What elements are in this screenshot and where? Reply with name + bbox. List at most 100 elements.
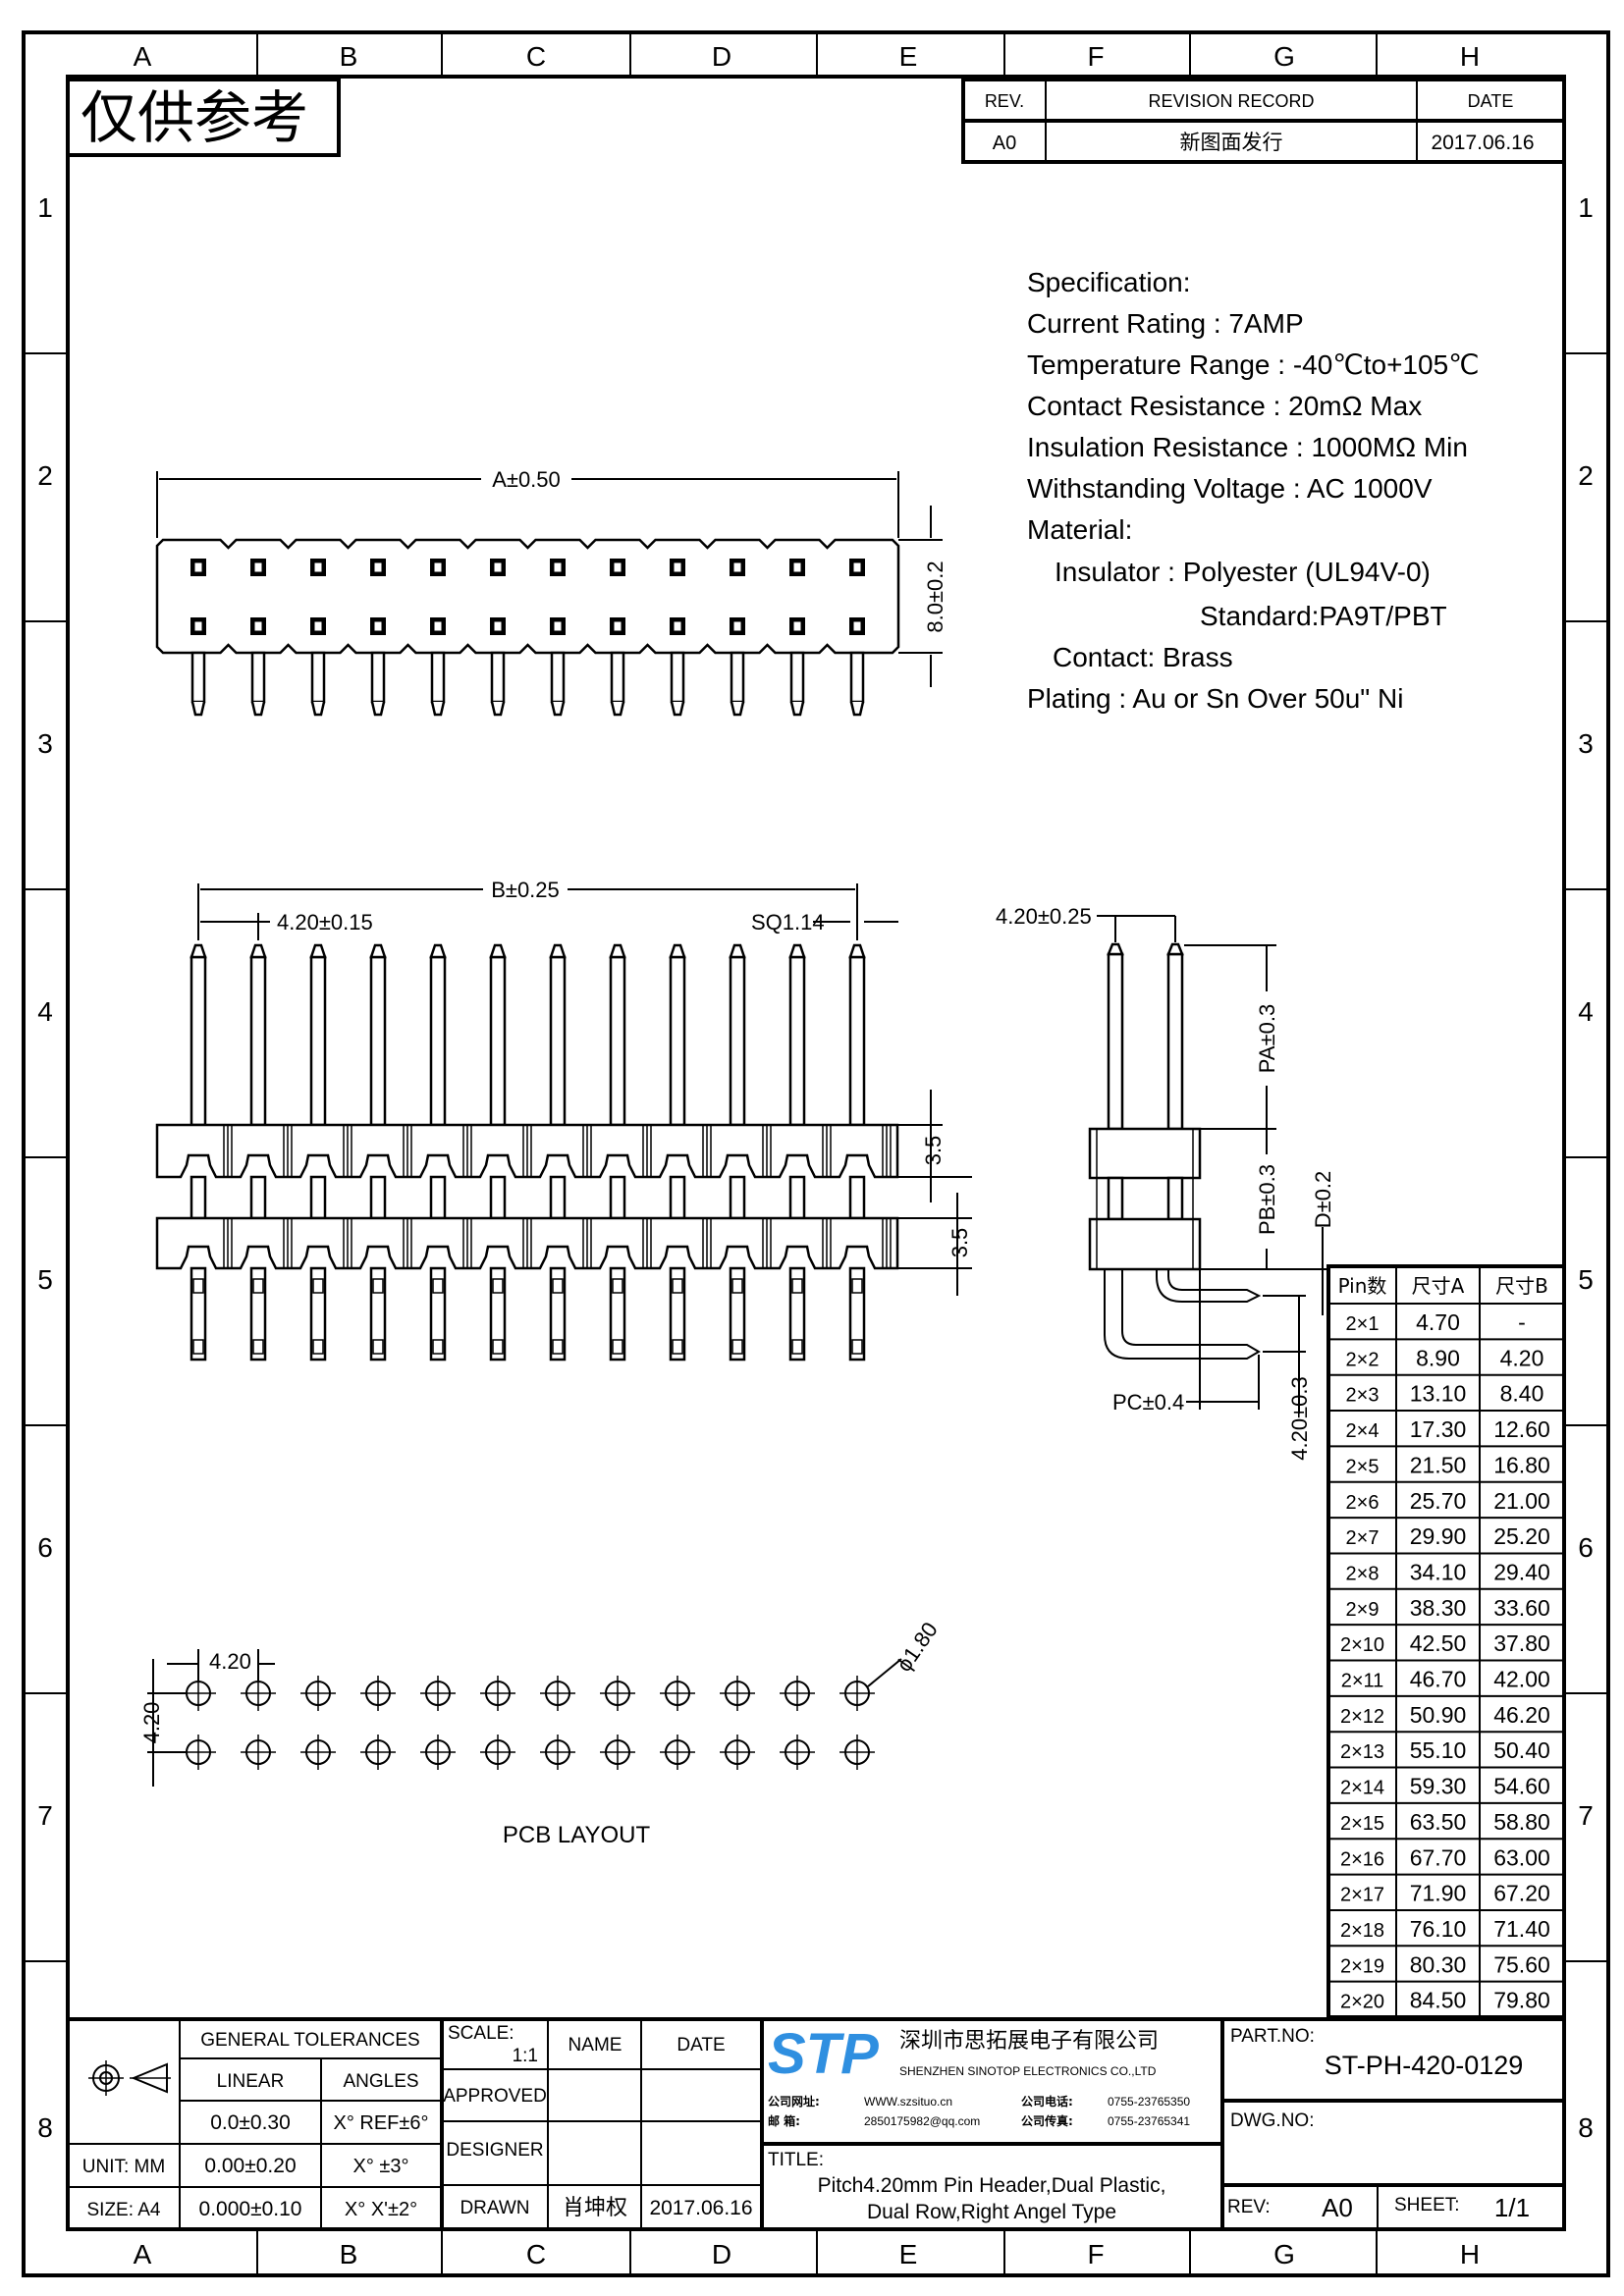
projection-symbol-icon: [88, 2060, 171, 2096]
pin-square-inner: [313, 620, 323, 632]
pin-upper-tip: [369, 943, 387, 959]
zone-column-label-bottom: C: [526, 2239, 546, 2269]
pin-square-inner: [373, 561, 383, 573]
pin-square-inner: [253, 620, 263, 632]
spec-insulator: Insulator : Polyester (UL94V-0): [1055, 557, 1431, 587]
pin-leg: [849, 651, 865, 704]
website-value: WWW.szsituo.cn: [864, 2095, 952, 2109]
drawn-by-name: 肖坤权: [563, 2196, 627, 2220]
pin-lower-mark: [432, 1278, 444, 1294]
pin-lower-mark: [672, 1339, 683, 1355]
pin-lower-mark: [192, 1339, 204, 1355]
pin-lower-mark: [312, 1339, 324, 1355]
pin-square-inner: [673, 561, 682, 573]
pin-lower-mark: [791, 1339, 803, 1355]
title-block: UNIT: MM SIZE: A4 GENERAL TOLERANCES LIN…: [66, 2017, 1566, 2231]
pin-lower-mark: [731, 1339, 743, 1355]
table-cell: 59.30: [1410, 1774, 1467, 1799]
pin-lower-mark: [372, 1339, 384, 1355]
pin-between-bodies: [788, 1175, 806, 1220]
table-cell: 63.50: [1410, 1809, 1467, 1835]
pin-square-inner: [313, 561, 323, 573]
pin-lower: [489, 1266, 507, 1362]
pin-lower: [729, 1266, 746, 1362]
table-cell: 75.60: [1493, 1951, 1550, 1977]
zone-row-label-right: 8: [1578, 2112, 1594, 2143]
linear-tol-3: 0.000±0.10: [199, 2198, 302, 2220]
zone-column-label-top: H: [1460, 41, 1480, 72]
spec-insulation-resistance: Insulation Resistance : 1000MΩ Min: [1027, 432, 1468, 462]
table-cell: 8.40: [1500, 1381, 1544, 1407]
pin-lower: [788, 1266, 806, 1362]
zone-row-label-left: 7: [37, 1800, 53, 1831]
pin-lower-mark: [851, 1339, 863, 1355]
designer-label: DESIGNER: [446, 2140, 543, 2161]
dwg-no-label: DWG.NO:: [1230, 2110, 1315, 2131]
pin-square-inner: [193, 620, 203, 632]
approved-label: APPROVED: [443, 2086, 547, 2107]
stamp-text: 仅供参考: [81, 84, 308, 151]
pin-leg: [730, 651, 745, 704]
pin-upper: [848, 955, 866, 1127]
pin-lower-mark: [791, 1278, 803, 1294]
dimension-a-label: A±0.50: [492, 467, 561, 492]
pb-dimension-label: PB±0.3: [1255, 1164, 1279, 1235]
pin-square-inner: [792, 561, 802, 573]
pin-tip: [789, 701, 805, 717]
angles-heading: ANGLES: [343, 2071, 418, 2092]
pin-square-inner: [553, 620, 563, 632]
scale-value: 1:1: [513, 2046, 538, 2066]
table-header-cell: 尺寸B: [1495, 1274, 1548, 1298]
table-cell: 2×20: [1340, 1992, 1384, 2013]
dimension-b-label: B±0.25: [491, 878, 560, 902]
pin-tip: [849, 701, 865, 717]
rev-header: REV.: [985, 91, 1024, 111]
pin-leg: [370, 651, 386, 704]
pin-leg: [250, 651, 266, 704]
name-heading: NAME: [568, 2035, 623, 2056]
pin-upper: [549, 955, 567, 1127]
pin-square-inner: [613, 561, 623, 573]
pin-lower: [669, 1266, 686, 1362]
pin-tip: [370, 701, 386, 717]
zone-row-label-right: 4: [1578, 996, 1594, 1027]
pin-leg: [490, 651, 506, 704]
rev-value-title: A0: [1322, 2193, 1353, 2222]
email-value: 2850175982@qq.com: [864, 2114, 980, 2128]
table-cell: 33.60: [1493, 1595, 1550, 1621]
zone-column-label-bottom: E: [899, 2239, 918, 2269]
table-cell: 2×17: [1340, 1885, 1384, 1906]
general-tolerances-heading: GENERAL TOLERANCES: [200, 2030, 420, 2051]
drawn-date: 2017.06.16: [649, 2197, 752, 2219]
sheet-label: SHEET:: [1394, 2195, 1460, 2216]
table-cell: 2×15: [1340, 1813, 1384, 1835]
pin-between-bodies: [848, 1175, 866, 1220]
pin-lower: [309, 1266, 327, 1362]
part-no-label: PART.NO:: [1230, 2026, 1315, 2047]
pcb-pitch-x-label: 4.20: [209, 1649, 251, 1674]
pin-upper: [429, 955, 447, 1127]
pin-tip: [190, 701, 206, 717]
linear-heading: LINEAR: [217, 2071, 285, 2092]
table-cell: 37.80: [1493, 1630, 1550, 1656]
pin-lower-mark: [372, 1278, 384, 1294]
drawing-title-line-2: Dual Row,Right Angel Type: [867, 2201, 1116, 2223]
pin-tip: [550, 701, 566, 717]
spec-title: Specification:: [1027, 267, 1191, 297]
body-height-label-2: 3.5: [947, 1228, 972, 1258]
table-cell: 79.80: [1493, 1988, 1550, 2013]
table-cell: 34.10: [1410, 1559, 1467, 1584]
zone-row-label-right: 3: [1578, 728, 1594, 759]
side-pitch-label: 4.20±0.25: [996, 904, 1092, 929]
spec-contact: Contact: Brass: [1053, 642, 1233, 672]
pin-lower-mark: [612, 1339, 623, 1355]
pin-between-bodies: [729, 1175, 746, 1220]
pin-square-inner: [433, 561, 443, 573]
pin-lower-mark: [252, 1339, 264, 1355]
zone-column-label-top: G: [1273, 41, 1295, 72]
zone-column-label-bottom: A: [134, 2239, 152, 2269]
pin-between-bodies: [189, 1175, 207, 1220]
pin-upper-tip: [848, 943, 866, 959]
pin-leg: [789, 651, 805, 704]
